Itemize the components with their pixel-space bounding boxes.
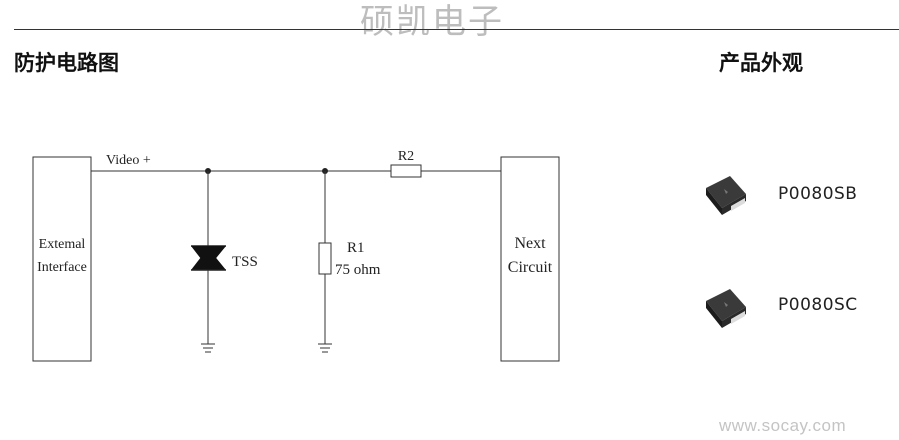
tss-label: TSS bbox=[232, 254, 258, 270]
product-name: P0080SC bbox=[778, 295, 858, 315]
top-banner: 硕凯电子 bbox=[0, 0, 899, 45]
top-rule bbox=[14, 29, 899, 30]
smd-package-icon bbox=[706, 176, 746, 215]
appearance-heading: 产品外观 bbox=[719, 51, 803, 75]
r1-value: 75 ohm bbox=[335, 262, 381, 278]
brand-watermark: 硕凯电子 bbox=[360, 2, 504, 42]
right-box-line2: Circuit bbox=[508, 259, 553, 276]
website-watermark: www.socay.com bbox=[719, 416, 847, 435]
tss-triangle-up bbox=[191, 248, 226, 270]
external-interface-box bbox=[32, 156, 92, 362]
r1-label: R1 bbox=[347, 240, 365, 256]
next-circuit-box bbox=[500, 156, 560, 362]
circuit-heading: 防护电路图 bbox=[14, 51, 119, 75]
r2-resistor bbox=[390, 164, 422, 178]
left-box-line1: Extemal bbox=[39, 237, 86, 252]
product-name: P0080SB bbox=[778, 184, 858, 204]
ground-icon bbox=[201, 343, 215, 353]
right-box-line1: Next bbox=[514, 235, 546, 252]
signal-label: Video + bbox=[106, 153, 151, 168]
ground-icon bbox=[318, 343, 332, 353]
left-box-line2: Interface bbox=[37, 260, 87, 275]
r1-resistor bbox=[318, 242, 332, 275]
r2-label: R2 bbox=[398, 149, 414, 164]
smd-package-icon bbox=[706, 289, 746, 328]
